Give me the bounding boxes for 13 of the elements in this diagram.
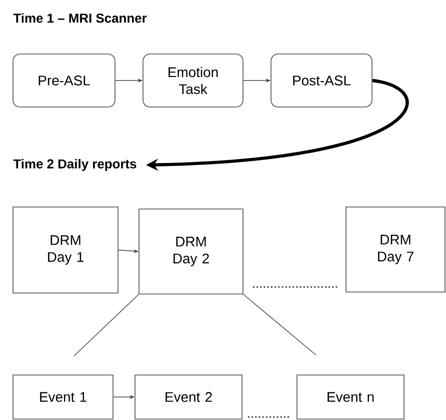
process-box: DRM Day 7 [346,206,446,292]
process-box: Emotion Task [142,54,244,108]
section-heading: Time 1 – MRI Scanner [13,13,147,23]
process-box: Event n [296,374,404,420]
process-box: Pre-ASL [12,54,116,108]
connector-line [74,294,139,356]
process-box: Event 2 [134,374,242,420]
process-box: DRM Day 2 [138,208,244,294]
section-heading: Time 2 Daily reports [13,158,136,172]
process-box: DRM Day 1 [12,206,118,294]
process-box: Event 1 [12,374,114,420]
connector-line [243,294,316,356]
process-box: Post-ASL [270,54,372,108]
